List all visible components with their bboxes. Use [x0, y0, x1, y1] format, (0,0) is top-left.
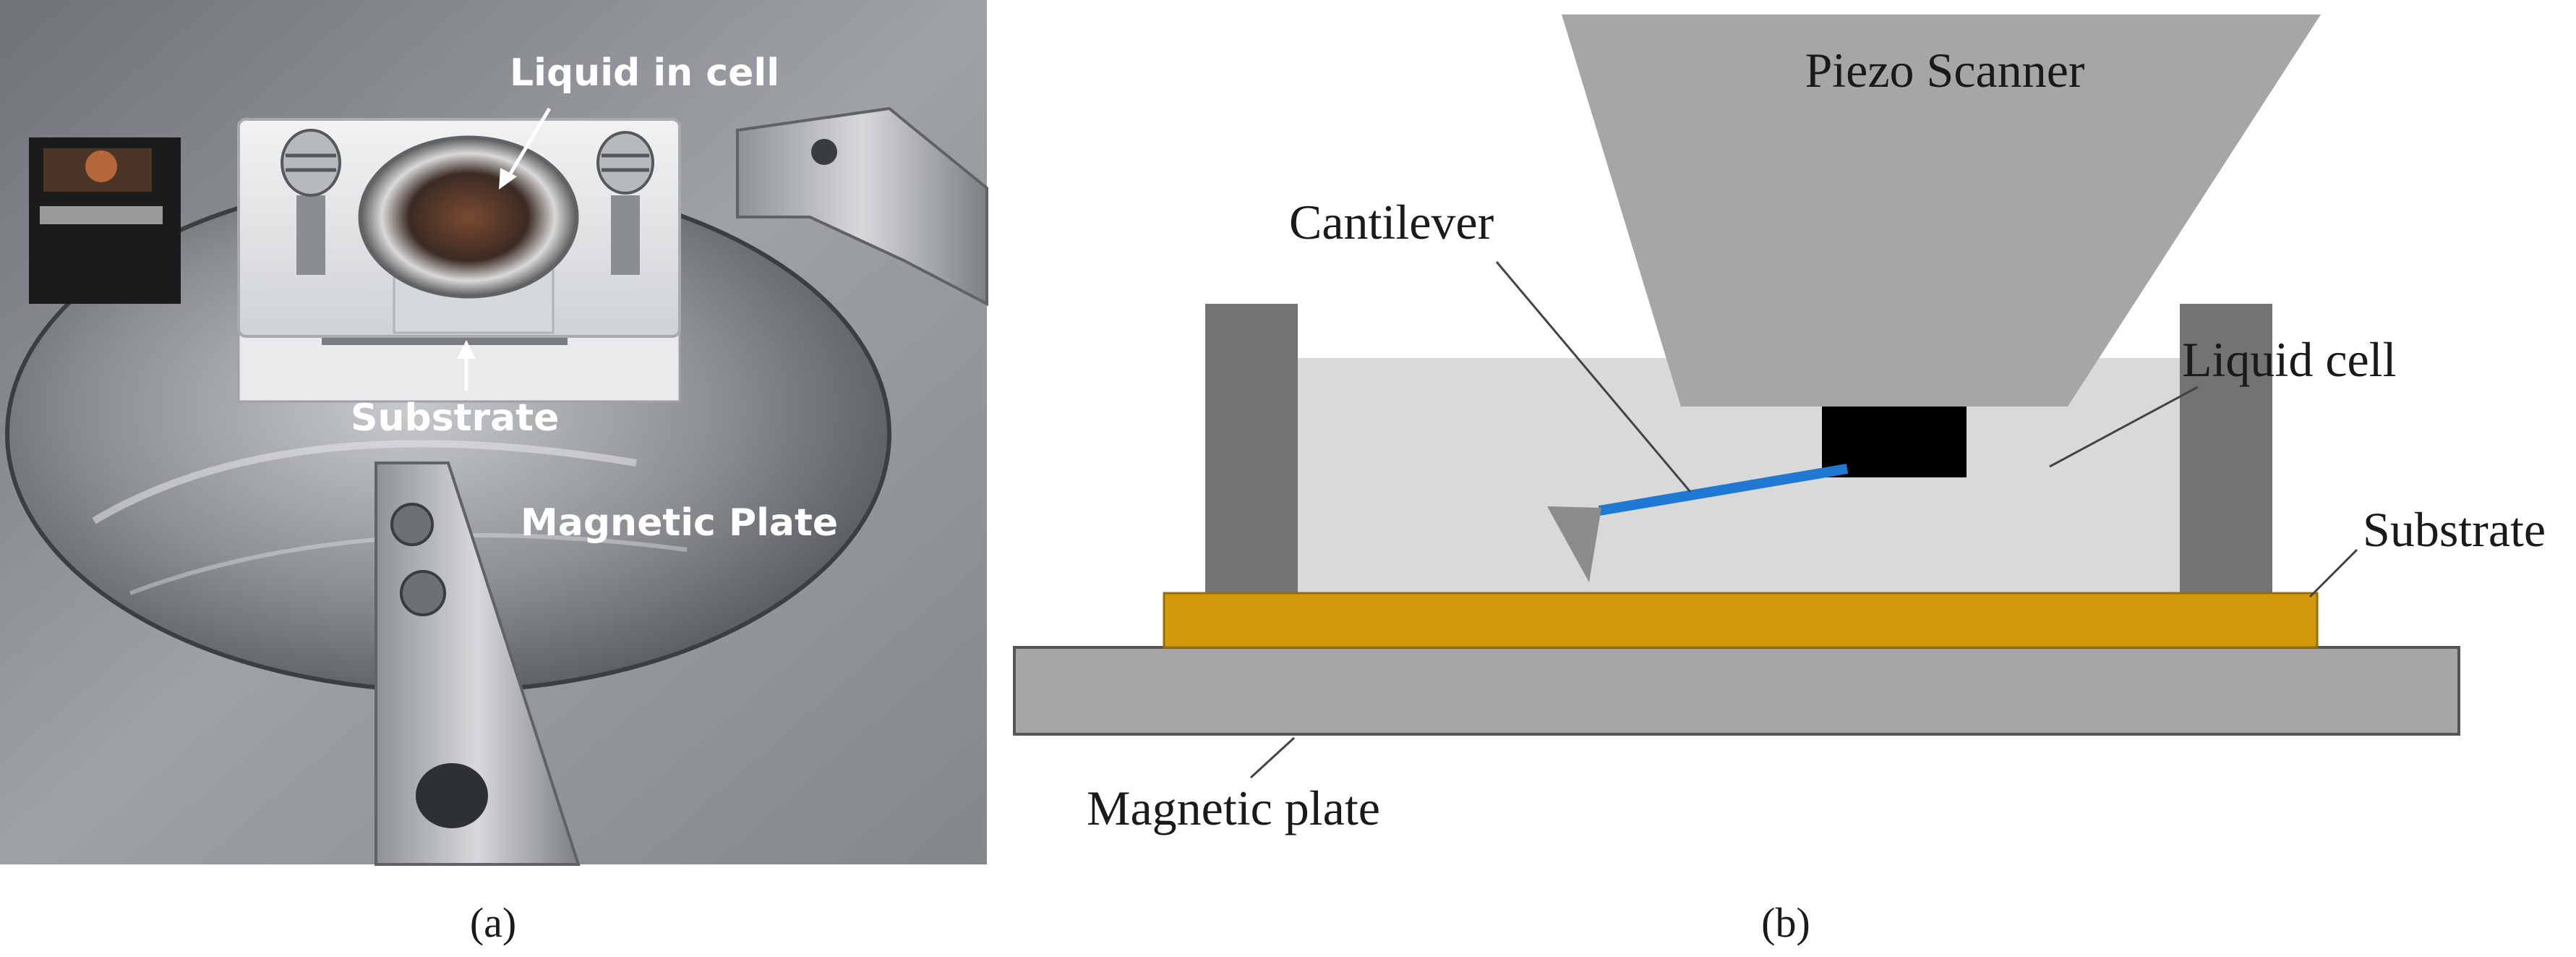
label-liquid-in-cell: Liquid in cell — [510, 51, 779, 95]
right-screw — [596, 131, 654, 275]
left-wall — [1205, 304, 1298, 593]
leader-magnetic-plate — [1249, 736, 1296, 779]
caption-a: (a) — [470, 899, 516, 946]
disc-highlight — [92, 440, 637, 524]
cantilever-tip — [1547, 506, 1601, 582]
cantilever-beam — [1598, 464, 1849, 516]
panel-b-diagram: Piezo Scanner Cantilever Liquid cell Sub… — [1013, 14, 2546, 835]
caption-b: (b) — [1761, 899, 1810, 946]
label-cantilever: Cantilever — [1289, 195, 1494, 250]
liquid-well — [358, 135, 579, 299]
label-magnetic-plate-photo: Magnetic Plate — [521, 501, 838, 545]
label-liquid-cell: Liquid cell — [2182, 332, 2396, 387]
left-screw — [281, 129, 341, 275]
magnetic-plate — [1013, 646, 2460, 736]
label-substrate-photo: Substrate — [351, 396, 559, 440]
label-substrate: Substrate — [2363, 502, 2546, 557]
piezo-scanner — [1562, 14, 2321, 407]
label-magnetic-plate: Magnetic plate — [1087, 781, 1380, 835]
substrate-arrowhead — [457, 340, 476, 359]
front-mounting-bar — [375, 462, 581, 866]
liquid-arrowhead — [499, 168, 517, 190]
leader-cantilever — [1495, 261, 1692, 493]
right-wall — [2180, 304, 2272, 593]
clamp-hole — [811, 139, 837, 165]
label-piezo-scanner: Piezo Scanner — [1805, 43, 2084, 98]
leader-liquid-cell — [2049, 386, 2199, 468]
right-clamp — [736, 106, 988, 307]
left-component — [29, 137, 181, 304]
liquid-arrow — [504, 107, 552, 182]
leader-substrate — [2308, 548, 2358, 598]
panel-a-photo: Liquid in cell Substrate Magnetic Plate — [0, 0, 988, 866]
substrate — [1163, 592, 2319, 649]
